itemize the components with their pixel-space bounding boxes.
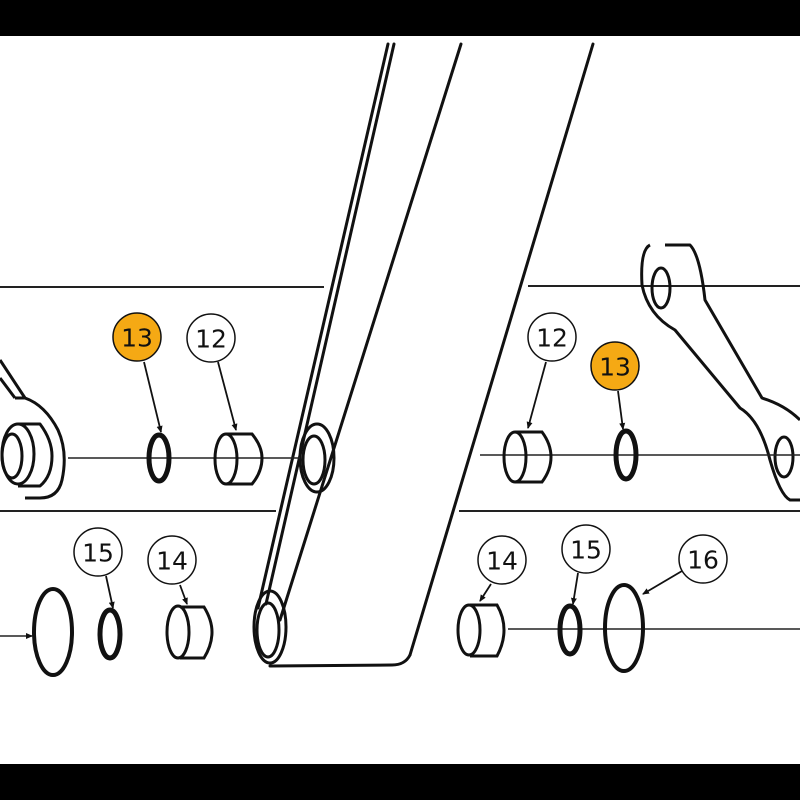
callout-14-right[interactable]: 14	[477, 535, 527, 585]
callout-13-left[interactable]: 13	[112, 312, 162, 362]
callout-12-right[interactable]: 12	[527, 312, 577, 362]
callout-bubble	[561, 524, 611, 574]
part-large-oring-left	[32, 587, 74, 677]
callout-15-right[interactable]: 15	[561, 524, 611, 574]
callout-13-right[interactable]: 13	[590, 341, 640, 391]
callout-label: 14	[486, 547, 518, 576]
callout-bubble	[477, 535, 527, 585]
left-linkage-arm	[0, 359, 66, 500]
leader-lines	[105, 361, 683, 609]
callout-bubble-highlighted	[112, 312, 162, 362]
central-beam	[252, 42, 595, 668]
callout-label: 16	[687, 546, 719, 575]
callout-15-left[interactable]: 15	[73, 527, 123, 577]
callout-label: 14	[156, 547, 188, 576]
callout-12-left[interactable]: 12	[186, 313, 236, 363]
part-bushing-12-right	[502, 430, 553, 484]
callout-16-right[interactable]: 16	[678, 534, 728, 584]
bottom-frame-bar	[0, 764, 800, 800]
callout-label: 12	[536, 324, 568, 353]
part-oring-16-right	[603, 583, 645, 673]
callout-bubble	[73, 527, 123, 577]
callout-label: 13	[121, 324, 153, 353]
callout-bubble	[527, 312, 577, 362]
panel-lines	[0, 285, 800, 512]
part-oring-13-right	[613, 428, 639, 482]
right-linkage-arm	[640, 243, 800, 502]
callout-bubble	[147, 535, 197, 585]
part-oring-15-left	[97, 607, 123, 661]
callout-label: 12	[195, 325, 227, 354]
callout-label: 15	[570, 536, 602, 565]
callout-bubble	[678, 534, 728, 584]
callout-label: 13	[599, 353, 631, 382]
part-bushing-14-right	[456, 603, 506, 658]
top-frame-bar	[0, 0, 800, 36]
callout-14-left[interactable]: 14	[147, 535, 197, 585]
part-oring-13-left	[146, 432, 172, 484]
part-bushing-14-left	[165, 604, 214, 660]
callout-label: 15	[82, 539, 114, 568]
callout-bubble	[186, 313, 236, 363]
callout-bubble-highlighted	[590, 341, 640, 391]
part-oring-15-right	[557, 603, 583, 657]
diagram-canvas	[0, 36, 800, 764]
part-bushing-12-left	[213, 432, 264, 486]
